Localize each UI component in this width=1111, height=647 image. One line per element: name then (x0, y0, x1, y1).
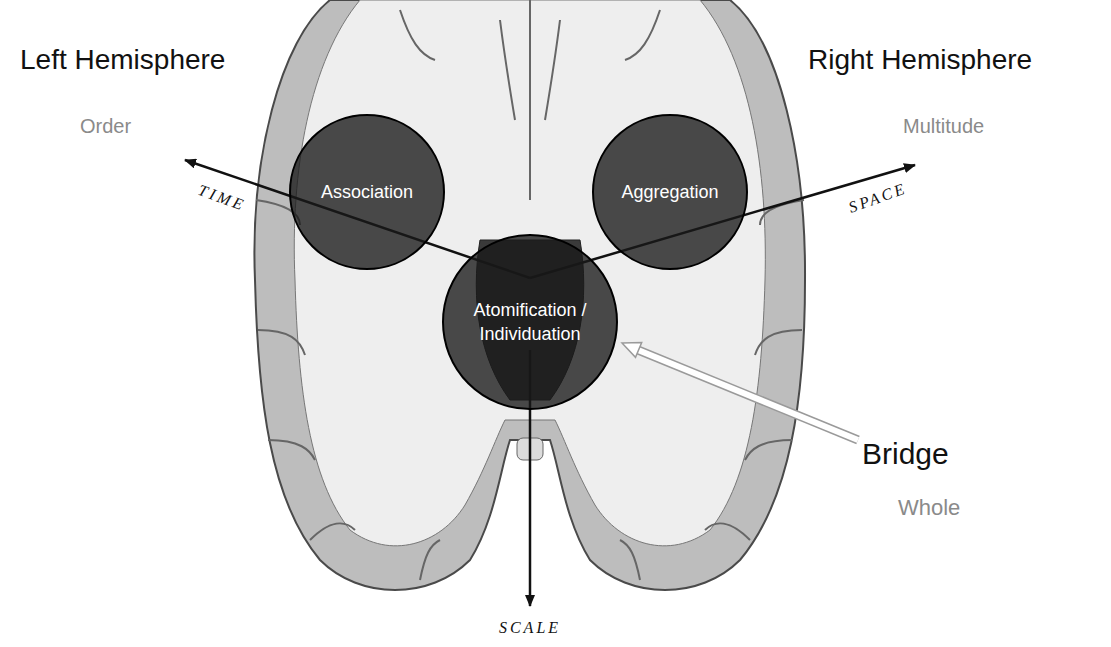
axis-label: SCALE (499, 619, 561, 637)
annotation-label: Whole (898, 495, 960, 521)
axis-label: SPACE (846, 179, 909, 217)
region-label: Association (321, 180, 413, 204)
region-label: Aggregation (621, 180, 718, 204)
annotation-label: Bridge (862, 437, 949, 471)
annotation-label: Right Hemisphere (808, 44, 1032, 76)
circle-region: Association (289, 114, 445, 270)
annotation-label: Multitude (903, 115, 984, 138)
circle-region: Atomification / Individuation (442, 234, 618, 410)
circle-region: Aggregation (592, 114, 748, 270)
circle-outline (442, 234, 618, 410)
annotation-label: Order (80, 115, 131, 138)
axis-label: TIME (196, 181, 249, 215)
annotation-label: Left Hemisphere (20, 44, 225, 76)
region-label: Atomification / Individuation (464, 298, 596, 347)
